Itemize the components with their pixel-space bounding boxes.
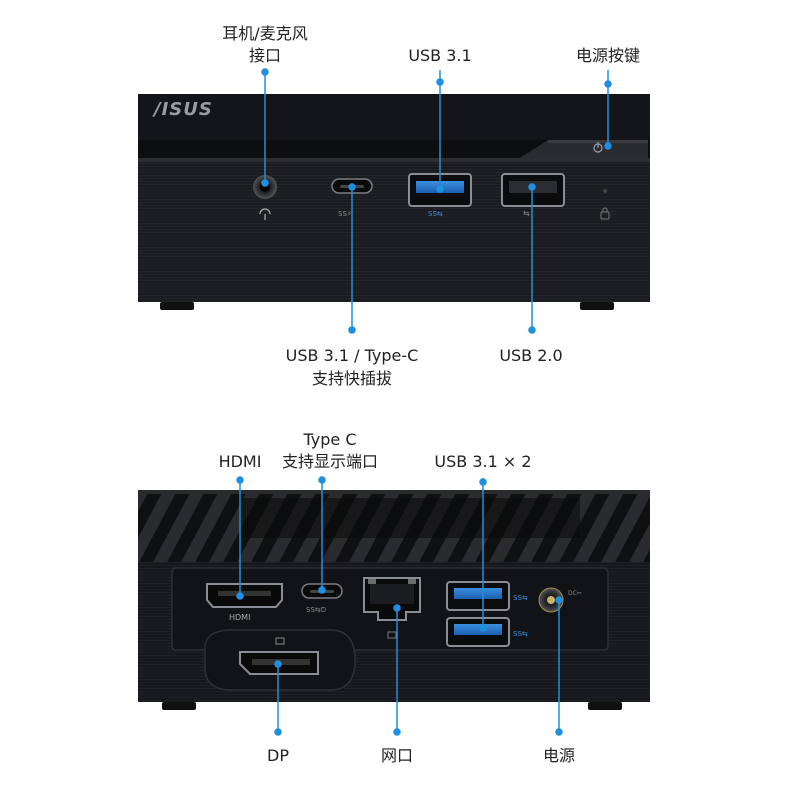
audio-jack-label-line1: 耳机/麦克风 xyxy=(222,24,308,43)
rear-device: HDMI SS⇆D SS⇆ SS⇆ xyxy=(138,490,650,710)
asus-logo: /ISUS xyxy=(152,99,213,120)
usb-ss-dp-icon: SS⇆D xyxy=(306,606,326,614)
typec-rear-label-line1: Type C xyxy=(303,430,357,449)
power-icon[interactable] xyxy=(593,142,603,153)
lock-icon xyxy=(600,207,610,220)
usb-icon: ⇆ xyxy=(523,209,530,218)
headset-icon xyxy=(259,208,271,220)
power-jack-label: 电源 xyxy=(542,746,576,765)
typec-front-label-line2: 支持快插拔 xyxy=(311,369,393,388)
rear-callout-lines xyxy=(236,476,563,736)
usb31-port-rear-1[interactable] xyxy=(446,581,510,611)
front-device: /ISUS SS⚡ SS⇆ xyxy=(138,94,650,310)
usb-ss-icon: SS⇆ xyxy=(428,210,443,218)
usb-ss-bolt-icon: SS⚡ xyxy=(338,210,352,218)
hdmi-port-text: HDMI xyxy=(229,613,250,622)
hdmi-port[interactable] xyxy=(206,583,283,608)
dc-power-jack[interactable] xyxy=(538,587,564,613)
network-icon xyxy=(387,631,397,639)
usb31-front-label: USB 3.1 xyxy=(408,46,472,65)
dc-in-icon: DC⎓ xyxy=(568,590,582,597)
hdmi-label: HDMI xyxy=(218,452,262,471)
lan-port[interactable] xyxy=(363,577,421,621)
usb31x2-label: USB 3.1 × 2 xyxy=(434,452,532,471)
svg-text:SS⚡: SS⚡ xyxy=(338,210,352,218)
usb-ss-icon-2: SS⇆ xyxy=(513,630,528,638)
displayport-icon xyxy=(275,637,285,645)
power-button-label: 电源按键 xyxy=(575,46,641,65)
usb20-label: USB 2.0 xyxy=(499,346,563,365)
front-callout-lines xyxy=(261,68,612,334)
status-led xyxy=(603,189,607,193)
usb31-port-rear-2[interactable] xyxy=(446,617,510,647)
usb-ss-icon-1: SS⇆ xyxy=(513,594,528,602)
dp-label: DP xyxy=(267,746,289,765)
audio-jack-label-line2: 接口 xyxy=(248,46,282,65)
typec-rear-label-line2: 支持显示端口 xyxy=(281,452,379,471)
lan-label: 网口 xyxy=(380,746,414,765)
typec-front-label-line1: USB 3.1 / Type-C xyxy=(285,346,419,365)
